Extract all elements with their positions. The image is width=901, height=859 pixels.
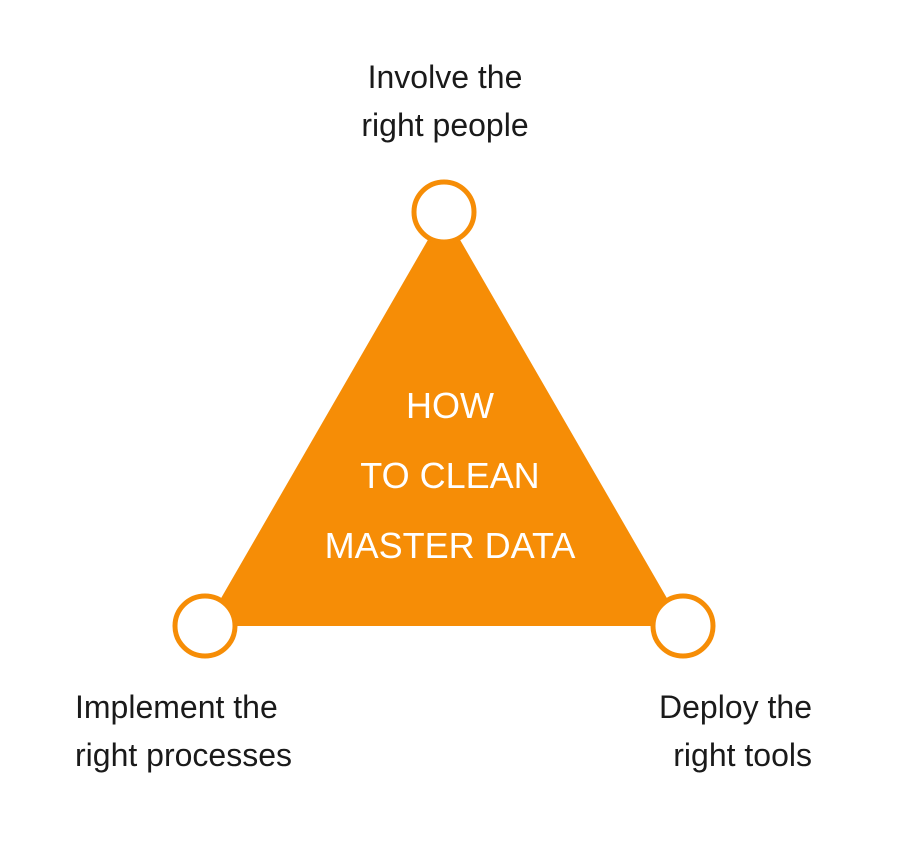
left-node-label-line-2: right processes [75, 737, 292, 773]
top-node-label-line-1: Involve the [367, 59, 523, 95]
top-node-circle [411, 179, 477, 245]
left-node-circle [172, 593, 238, 659]
top-node-label-line-2: right people [361, 107, 529, 143]
center-title-line-2: TO CLEAN [360, 455, 540, 496]
center-title-line-3: MASTER DATA [324, 525, 576, 566]
central-triangle [205, 212, 683, 626]
top-node-label: Involve the right people [300, 53, 590, 149]
center-title-line-1: HOW [406, 385, 494, 426]
right-node-label-line-2: right tools [673, 737, 812, 773]
right-node-label-line-1: Deploy the [659, 689, 812, 725]
right-node-label: Deploy the right tools [560, 683, 812, 779]
left-node-label: Implement the right processes [75, 683, 292, 779]
right-node-circle [650, 593, 716, 659]
left-node-label-line-1: Implement the [75, 689, 278, 725]
